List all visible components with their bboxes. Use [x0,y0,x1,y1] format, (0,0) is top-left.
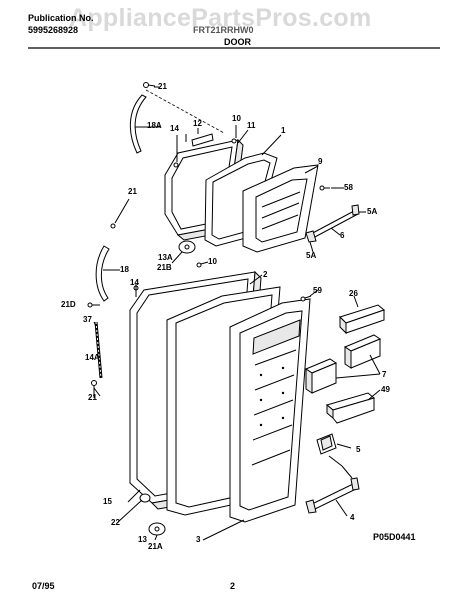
fresh-food-liner-3 [229,298,311,523]
screw-14-top [173,162,179,168]
diagram-code: P05D0441 [373,532,416,542]
bins-7 [304,334,382,394]
callout-12: 12 [193,119,202,128]
hinge-22 [139,493,151,503]
callout-3: 3 [196,535,201,544]
hinge-13A [178,240,196,254]
callout-14A: 14A [85,353,100,362]
footer-date: 07/95 [32,581,55,591]
door-bar-4 [305,477,360,514]
callout-10-mid: 10 [208,257,217,266]
label-plate-12 [191,133,214,147]
shelf-bar-6 [305,204,360,243]
callout-21A: 21A [148,542,163,551]
callout-49: 49 [381,385,390,394]
screw-21-top [143,82,156,88]
callout-13A: 13A [158,253,173,262]
screw-58 [319,185,330,191]
callout-18: 18 [120,265,129,274]
callout-2: 2 [263,270,268,279]
hinge-13 [148,522,166,536]
callout-5: 5 [356,445,361,454]
callout-26: 26 [349,289,358,298]
watermark: AppliancePartsPros.com [69,4,372,32]
handle-18 [95,245,110,302]
publication-number: 5995268928 [28,25,79,35]
bushing-10-mid [196,262,202,268]
nut-14A [91,380,97,386]
callout-1: 1 [281,126,286,135]
callout-22: 22 [111,518,120,527]
callout-59: 59 [313,286,322,295]
callout-9: 9 [318,157,323,166]
callout-11: 11 [247,121,256,130]
callout-21-mid: 21 [128,187,137,196]
publication-label: Publication No. [28,13,94,23]
callout-21-top: 21 [158,82,167,91]
callout-21-low: 21 [88,393,97,402]
bin-26 [339,304,386,335]
footer-page-number: 2 [230,581,236,591]
callout-18A: 18A [147,121,162,130]
callout-5A-lower: 5A [306,251,317,260]
callout-14-top: 14 [170,124,179,133]
callout-15: 15 [103,497,112,506]
callout-6: 6 [340,231,345,240]
callout-37: 37 [83,315,92,324]
callout-4: 4 [350,513,355,522]
callout-21B: 21B [157,263,172,272]
model-number: FRT21RRHW0 [193,25,254,35]
callout-21D: 21D [61,300,76,309]
bin-49 [325,392,376,424]
screw-21-mid [110,223,116,229]
spring-37 [94,321,103,379]
callout-13: 13 [138,535,147,544]
callout-58: 58 [344,183,353,192]
bushing-10-top [231,138,237,144]
screw-59 [300,295,312,302]
callout-5A: 5A [367,207,378,216]
handle-18A [129,94,147,154]
freezer-liner-9 [242,164,319,253]
dairy-door-5 [316,433,337,455]
callout-7: 7 [382,370,387,379]
callout-14-mid: 14 [130,278,139,287]
screw-21D [87,302,100,308]
callout-10-top: 10 [232,114,241,123]
section-title: DOOR [224,37,251,47]
